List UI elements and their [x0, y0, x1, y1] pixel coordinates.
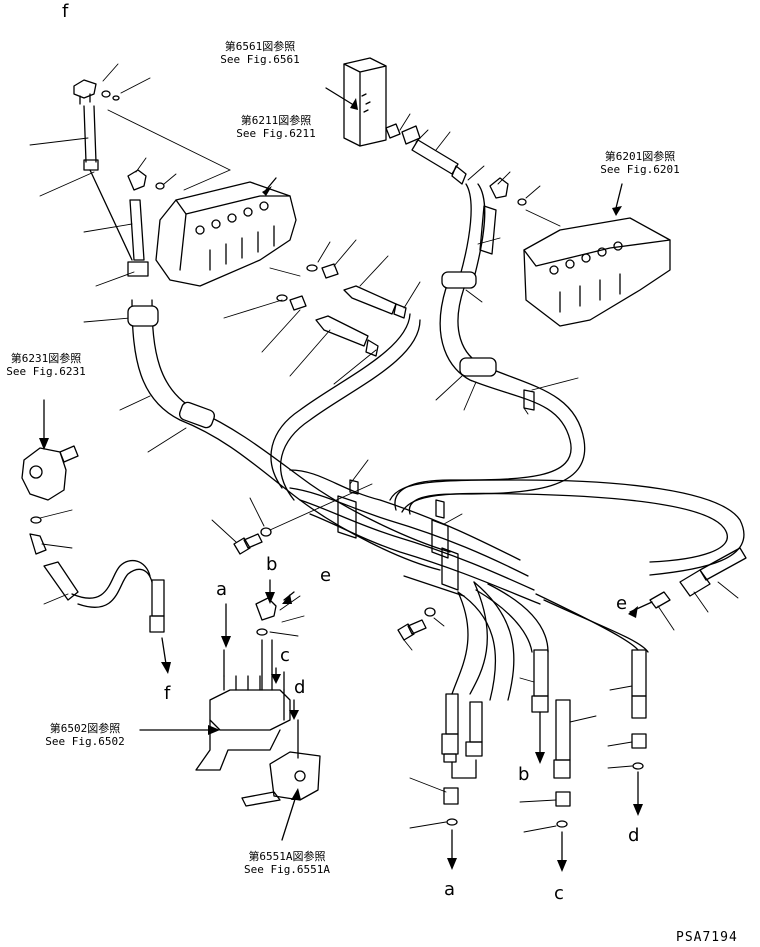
control-valve-6201 [489, 171, 671, 327]
fitting-a-left [441, 693, 459, 763]
ref-fig-6561-jp: 第6561図参照 [224, 40, 296, 53]
mid-fittings-group [223, 239, 421, 385]
ref-fig-6502-en: See Fig.6502 [45, 735, 125, 748]
bundle-clamps [337, 459, 465, 597]
ref-fig-6201: 第6201図参照 See Fig.6201 [580, 150, 700, 176]
ref-fig-6211: 第6211図参照 See Fig.6211 [216, 114, 336, 140]
valve-6231 [21, 399, 171, 674]
fitting-a-right [451, 701, 483, 779]
fitting-a-nipple [409, 777, 459, 870]
fitting-d [607, 649, 647, 816]
main-hose-bundle [127, 299, 541, 605]
letter-b-bottom: b [518, 764, 530, 785]
ref-fig-6551a-jp: 第6551A図参照 [248, 850, 326, 863]
letter-f-top: f [62, 1, 69, 22]
bolts-washers [211, 483, 445, 651]
right-upper-hose [394, 183, 586, 515]
ref-fig-6502: 第6502図参照 See Fig.6502 [30, 722, 140, 748]
ref-fig-6561-en: See Fig.6561 [220, 53, 300, 66]
ref-fig-6502-jp: 第6502図参照 [49, 722, 121, 735]
letter-d-top: d [294, 677, 306, 698]
ref-fig-6211-en: See Fig.6211 [236, 127, 316, 140]
letter-a-top: a [216, 579, 228, 600]
valve-6502 [139, 675, 291, 771]
top-left-tee-fitting [73, 79, 120, 105]
letter-d-bottom: d [628, 825, 640, 846]
ref-fig-6201-jp: 第6201図参照 [604, 150, 676, 163]
valve-top-fittings [107, 109, 231, 191]
control-valve-6211 [155, 177, 297, 287]
letter-c-bottom: c [554, 883, 564, 904]
downstream-hoses [389, 479, 745, 701]
letter-f-bottom: f [164, 683, 171, 704]
ref-fig-6551a: 第6551A図参照 See Fig.6551A [222, 850, 352, 876]
vertical-pipe-f [83, 105, 149, 277]
ref-fig-6201-en: See Fig.6201 [600, 163, 680, 176]
right-elbow-fitting [628, 547, 747, 631]
fitting-c [519, 699, 597, 872]
valve-b-c-d-connectors [221, 579, 305, 759]
letter-a-bottom: a [444, 879, 456, 900]
letter-e-right: e [616, 593, 628, 614]
block-6561 [325, 57, 485, 185]
ref-fig-6231-en: See Fig.6231 [6, 365, 86, 378]
letter-b-top: b [266, 554, 278, 575]
letter-c-top: c [280, 645, 290, 666]
fitting-b [519, 649, 549, 764]
ref-fig-6561: 第6561図参照 See Fig.6561 [200, 40, 320, 66]
letter-e-left: e [320, 565, 332, 586]
ref-fig-6231: 第6231図参照 See Fig.6231 [0, 352, 92, 378]
ref-fig-6231-jp: 第6231図参照 [10, 352, 82, 365]
valve-6551a [241, 751, 321, 841]
ref-fig-6211-jp: 第6211図参照 [240, 114, 312, 127]
ref-fig-6551a-en: See Fig.6551A [243, 863, 331, 876]
leader-lines-left [29, 63, 187, 453]
drawing-code: PSA7194 [676, 930, 738, 945]
